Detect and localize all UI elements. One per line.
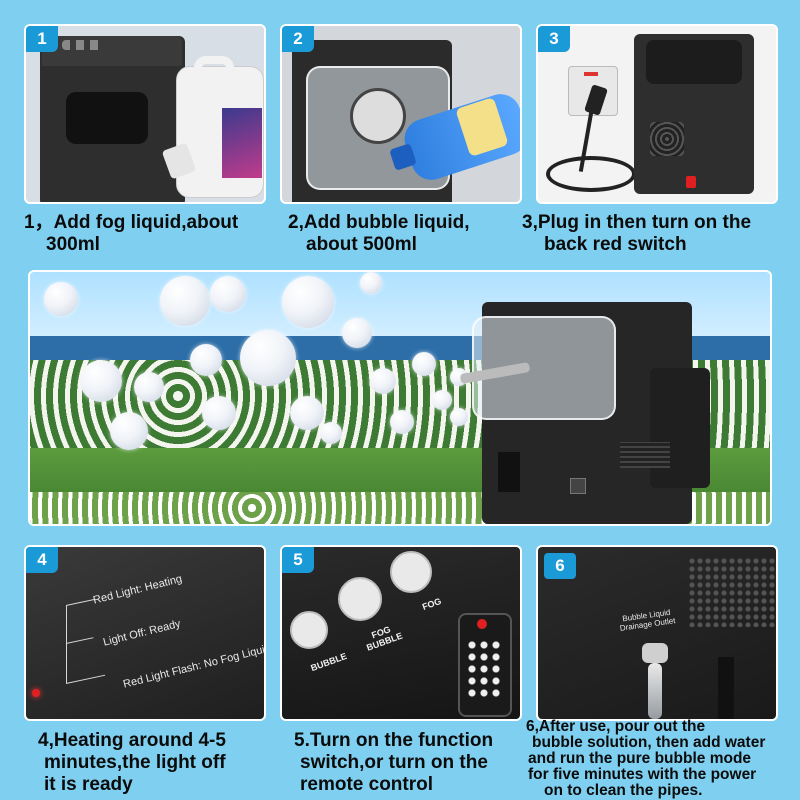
power-cable xyxy=(546,156,636,192)
fog-button-label: FOG xyxy=(420,595,443,613)
machine-vent-grille xyxy=(688,557,776,627)
step-1-line-1: 1，Add fog liquid,about xyxy=(24,212,239,233)
bubble xyxy=(390,410,414,434)
step-6-line-3: and run the pure bubble mode xyxy=(528,750,752,767)
bubble xyxy=(240,330,296,386)
machine-switch xyxy=(570,478,586,494)
step-2-line-1: 2,Add bubble liquid, xyxy=(288,212,470,233)
bubble xyxy=(370,368,396,394)
step-4-line-3: it is ready xyxy=(44,774,133,795)
bubble xyxy=(202,396,236,430)
fog-bubble-button-label: FOG BUBBLE xyxy=(362,621,404,653)
bubble xyxy=(412,352,436,376)
machine-vent xyxy=(620,442,670,468)
step-3-line-2: back red switch xyxy=(544,234,687,255)
jug-label xyxy=(222,108,262,178)
step-5-line-1: 5.Turn on the function xyxy=(294,730,494,751)
step-6-line-4: for five minutes with the power xyxy=(528,766,757,783)
bubble-button-label: BUBBLE xyxy=(309,650,349,674)
remote-top-button[interactable] xyxy=(477,619,487,629)
support-leg xyxy=(718,657,734,719)
step-6-line-1: 6,After use, pour out the xyxy=(526,718,706,735)
step-5-panel: 5 BUBBLE FOG BUBBLE FOG xyxy=(280,545,522,721)
step-6-line-2: bubble solution, then add water xyxy=(532,734,766,751)
fog-function-button[interactable] xyxy=(390,551,432,593)
bubble xyxy=(134,372,164,402)
step-4-line-2: minutes,the light off xyxy=(44,752,226,773)
machine-top-knobs xyxy=(62,40,102,50)
step-6-caption: 6,After use, pour out the bubble solutio… xyxy=(526,719,798,799)
no-fog-label: Red Light Flash: No Fog Liquid xyxy=(122,642,266,691)
step-4-line-1: 4,Heating around 4-5 xyxy=(38,730,226,751)
machine-front-slot xyxy=(498,452,520,492)
machine-fan xyxy=(650,122,684,156)
step-2-badge: 2 xyxy=(282,26,314,52)
machine-tank-opening xyxy=(66,92,148,144)
bubble xyxy=(290,396,324,430)
bubble xyxy=(44,282,78,316)
bubble xyxy=(360,272,382,294)
indicator-leader-top xyxy=(65,598,96,606)
step-6-panel: 6 Bubble Liquid Drainage Outlet xyxy=(536,545,778,721)
step-6-badge: 6 xyxy=(544,553,576,579)
step-6-line-5: on to clean the pipes. xyxy=(544,782,703,799)
step-2-line-2: about 500ml xyxy=(306,234,417,255)
step-1-badge: 1 xyxy=(26,26,58,52)
step-2-caption: 2,Add bubble liquid, about 500ml xyxy=(288,212,470,256)
hero-scene-panel xyxy=(28,270,772,526)
heating-label: Red Light: Heating xyxy=(92,572,184,607)
bubble xyxy=(282,276,334,328)
fog-bubble-function-button[interactable] xyxy=(338,577,382,621)
step-4-panel: 4 Red Light: Heating Light Off: Ready Re… xyxy=(24,545,266,721)
draining-liquid xyxy=(648,663,662,719)
bubble-wand-wheel xyxy=(350,88,406,144)
bubble xyxy=(80,360,122,402)
machine-side-block xyxy=(650,368,710,488)
red-indicator-light xyxy=(32,689,40,697)
bubble xyxy=(110,412,148,450)
step-2-panel: 2 xyxy=(280,24,522,204)
bubble xyxy=(342,318,372,348)
indicator-leader-trunk xyxy=(66,605,67,683)
step-1-caption: 1，Add fog liquid,about 300ml xyxy=(24,212,238,256)
bubble xyxy=(210,276,246,312)
step-3-badge: 3 xyxy=(538,26,570,52)
jug-handle xyxy=(194,56,234,96)
step-4-badge: 4 xyxy=(26,547,58,573)
bubble xyxy=(450,408,468,426)
drain-label: Bubble Liquid Drainage Outlet xyxy=(618,607,676,633)
step-5-caption: 5.Turn on the function switch,or turn on… xyxy=(294,730,493,796)
step-1-panel: 1 xyxy=(24,24,266,204)
step-3-panel: 3 xyxy=(536,24,778,204)
step-1-line-2: 300ml xyxy=(46,234,100,255)
machine-top-vent xyxy=(646,40,742,84)
indicator-leader-mid xyxy=(65,637,94,644)
step-5-line-2: switch,or turn on the xyxy=(300,752,488,773)
back-red-switch xyxy=(686,176,696,188)
bubble xyxy=(190,344,222,376)
step-3-line-1: 3,Plug in then turn on the xyxy=(522,212,752,233)
bubble xyxy=(160,276,210,326)
bubble xyxy=(320,422,342,444)
step-4-caption: 4,Heating around 4-5 minutes,the light o… xyxy=(38,730,226,796)
ready-label: Light Off: Ready xyxy=(102,617,182,649)
drainage-outlet-cap[interactable] xyxy=(642,643,668,663)
socket-indicator xyxy=(584,72,598,76)
step-3-caption: 3,Plug in then turn on the back red swit… xyxy=(522,212,797,256)
bubble-function-button[interactable] xyxy=(290,611,328,649)
bubble xyxy=(432,390,452,410)
remote-button-grid[interactable] xyxy=(466,639,502,699)
step-5-line-3: remote control xyxy=(300,774,434,795)
step-5-badge: 5 xyxy=(282,547,314,573)
indicator-leader-bottom xyxy=(65,674,106,684)
